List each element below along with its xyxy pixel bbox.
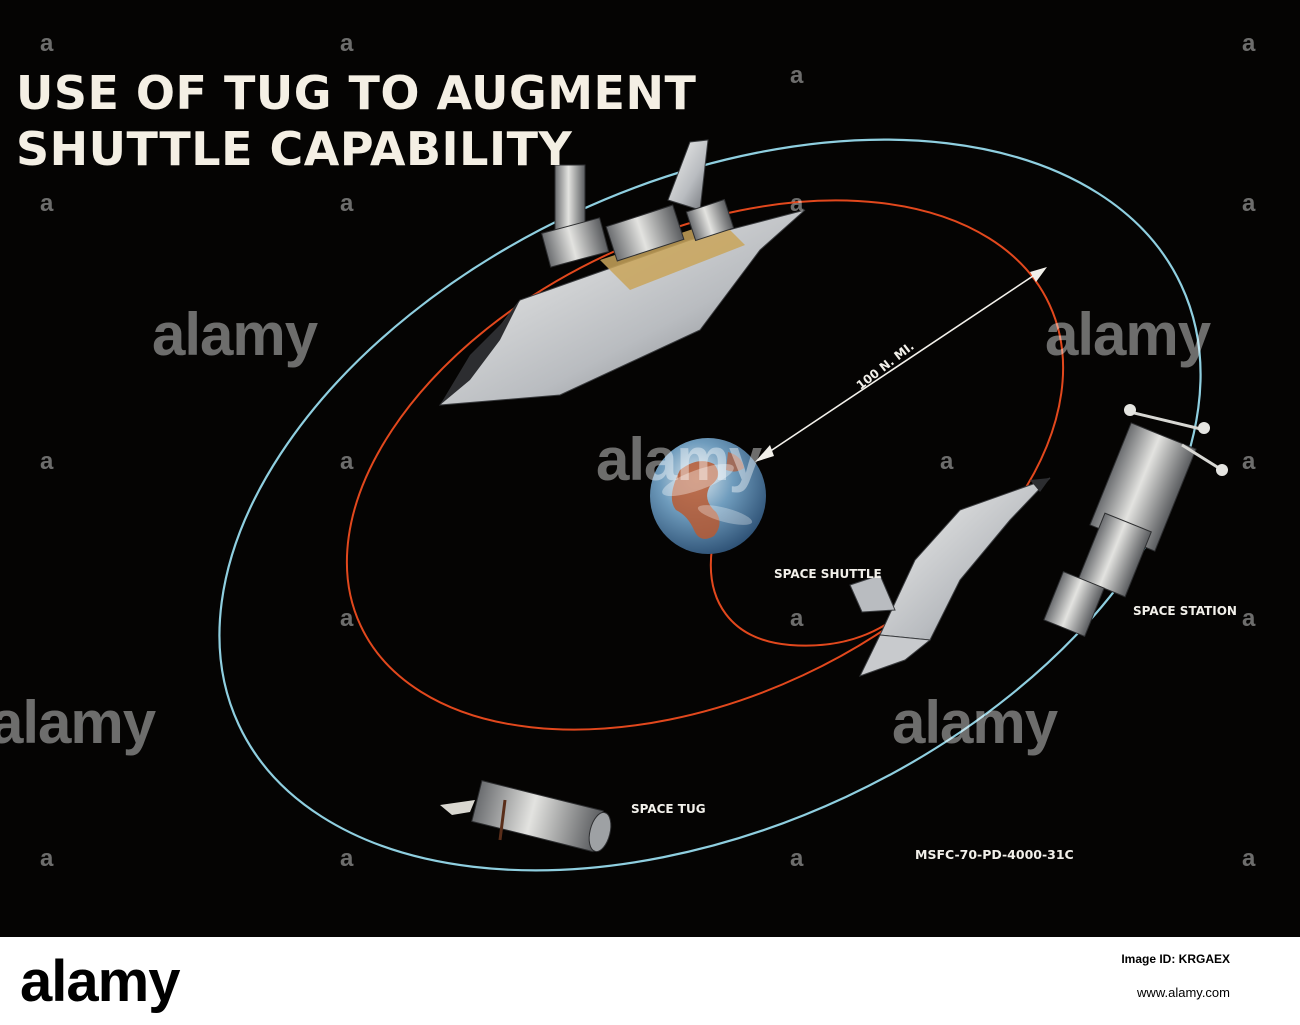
watermark-mark: a [40, 448, 54, 475]
watermark-mark: a [790, 190, 804, 217]
watermark-mark: a [790, 845, 804, 872]
space-shuttle-label: SPACE SHUTTLE [774, 567, 882, 581]
watermark-mark: a [340, 845, 354, 872]
watermark-text: alamy [892, 689, 1058, 756]
watermark-text: alamy [152, 301, 318, 368]
watermark-mark: a [1242, 605, 1256, 632]
watermark-mark: a [1242, 30, 1256, 57]
inner-orbit [345, 199, 1065, 731]
watermark-mark: a [40, 845, 54, 872]
watermark-mark: a [340, 190, 354, 217]
shuttle-with-tug-illustration [438, 139, 806, 406]
watermark-mark: a [340, 605, 354, 632]
watermark-mark: a [790, 62, 804, 89]
space-station-label: SPACE STATION [1133, 604, 1237, 618]
watermark-text: alamy [596, 426, 762, 493]
watermark-text: alamy [0, 689, 156, 756]
watermark-mark: a [1242, 448, 1256, 475]
watermark-mark: a [1242, 190, 1256, 217]
space-tug-illustration [440, 780, 612, 853]
ascent-trajectory [709, 547, 886, 647]
watermark-mark: a [940, 448, 954, 475]
footer-url: www.alamy.com [1137, 985, 1230, 1000]
diagram-title-line-2: SHUTTLE CAPABILITY [16, 122, 573, 176]
space-station-illustration [1043, 404, 1228, 637]
footer-bar [0, 937, 1300, 1025]
diagram-artwork: USE OF TUG TO AUGMENT SHUTTLE CAPABILITY… [0, 0, 1300, 937]
watermark-mark: a [40, 190, 54, 217]
image-id: Image ID: KRGAEX [1121, 950, 1230, 968]
watermark-mark: a [40, 30, 54, 57]
watermark-mark: a [790, 605, 804, 632]
distance-arrow [755, 267, 1047, 462]
alamy-logo: alamy [20, 949, 180, 1014]
watermark-mark: a [1242, 845, 1256, 872]
document-code-label: MSFC-70-PD-4000-31C [915, 847, 1074, 862]
image-id-text: Image ID: KRGAEX [1121, 952, 1230, 966]
space-shuttle-illustration [849, 477, 1051, 677]
watermark-mark: a [340, 448, 354, 475]
earth-globe [650, 438, 766, 554]
diagram-title-line-1: USE OF TUG TO AUGMENT [16, 66, 697, 120]
orbit-scene [218, 138, 1228, 872]
watermark-mark: a [340, 30, 354, 57]
space-tug-label: SPACE TUG [631, 802, 706, 816]
watermark-text: alamy [1045, 301, 1211, 368]
